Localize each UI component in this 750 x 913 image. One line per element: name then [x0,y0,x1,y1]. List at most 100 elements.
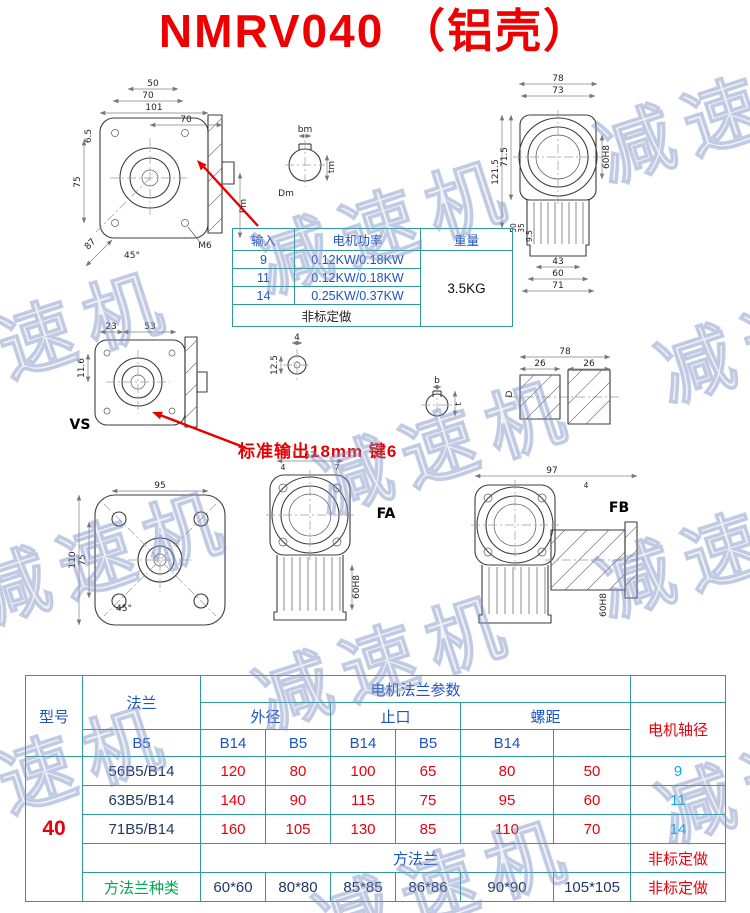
dim-label: 53 [144,322,155,332]
model-header: 型号 [25,675,83,757]
dim-label: 45° [116,604,132,614]
model-value: 40 [25,756,83,902]
dim-label: 6.5 [84,129,94,143]
data-cell: 80 [460,756,554,786]
flange-cell: 56B5/B14 [82,756,201,786]
dim-label: 70 [142,91,154,101]
empty-cell [82,843,201,873]
dim-label: 35 [517,223,526,233]
power-table: 输入 电机功率 重量 9 0.12KW/0.18KW 3.5KG 11 0.12… [232,228,513,327]
data-cell: 90 [265,785,331,815]
data-cell: 130 [330,814,396,844]
data-cell: 75 [395,785,461,815]
dim-label: bm [298,125,312,135]
dim-label: 50 [509,223,518,233]
custom-note-cell: 非标定做 [630,843,727,873]
data-cell: 105 [265,814,331,844]
column-header: B14 [200,729,266,757]
data-cell: 95 [460,785,554,815]
dim-label: Dm [278,189,294,199]
dim-label: Pm [239,199,249,213]
data-cell: 65 [395,756,461,786]
shaft-cell: 11 [630,785,727,815]
dim-label: 23 [105,322,116,332]
dim-label: 7 [335,463,340,472]
column-header: 输入 [232,228,295,251]
column-header: 电机功率 [294,228,421,251]
spec-table: 型号 法兰 电机法兰参数 外径 止口 螺距 电机轴径 B5 B14 B5 B14… [25,675,727,902]
dim-label: 101 [145,103,162,113]
data-cell: 11 [232,268,295,287]
flange-cell: 71B5/B14 [82,814,201,844]
group-header: 电机法兰参数 [199,675,632,703]
dim-label: 26 [534,359,546,369]
dim-label: 70 [180,115,192,125]
shaft-cell: 9 [630,756,727,786]
data-cell: 115 [330,785,396,815]
side-view-drawing: 78 73 71.5 121.5 50 35 9.5 60H8 43 60 71 [491,74,612,294]
dim-label: 71 [552,281,563,291]
dim-label: 12.5 [270,355,280,375]
dim-label: 78 [559,347,571,357]
data-cell: 140 [200,785,266,815]
data-cell: 100 [330,756,396,786]
dim-label: 11.6 [77,358,87,378]
dim-label: 60H8 [352,575,362,599]
dim-label: 75 [78,554,88,565]
vs-view-drawing: 23 53 11.6 VS [70,322,208,433]
data-cell: 60 [552,785,632,815]
view-label-fb: FB [609,500,629,516]
square-flange-label: 方法兰 [199,843,632,873]
dim-label: 121.5 [491,159,501,185]
motor-bore-detail: bm tm Dm [278,125,337,199]
dim-label: tm [327,161,337,173]
dim-label: 4 [294,333,300,343]
dim-label: 71.5 [500,147,510,167]
custom-note-cell: 非标定做 [630,872,727,902]
weight-cell: 3.5KG [420,250,513,327]
technical-drawings: 50 70 101 70 6.5 75 87 45° M6 Pm bm tm D… [68,74,645,626]
column-header: B14 [330,729,396,757]
front-view-drawing: 50 70 101 70 6.5 75 87 45° M6 Pm [73,79,249,267]
arrow-head [152,411,163,420]
data-cell: 105*105 [552,872,632,902]
dim-label: 67 [304,451,315,461]
shaft-cell: 14 [630,814,727,844]
custom-note-cell: 非标定做 [232,304,421,327]
data-cell: 60*60 [200,872,266,902]
data-cell: 85*85 [330,872,396,902]
fa-view-drawing: 67 4 7 60H8 FA [266,451,396,621]
data-cell: 0.12KW/0.18KW [294,268,421,287]
column-header: 重量 [420,228,513,251]
dim-label: 9.5 [525,230,534,242]
page-title: NMRV040 （铝壳） [158,5,592,57]
square-types-label: 方法兰种类 [82,872,201,902]
dim-label: 110 [68,551,78,568]
dim-label: 4 [584,481,589,490]
arrow-head [197,160,207,171]
data-cell: 160 [200,814,266,844]
data-cell: 0.25KW/0.37KW [294,286,421,305]
column-header: B5 [82,729,201,757]
dim-label: 4 [281,463,286,472]
dim-label: 50 [147,79,159,89]
dim-label: M6 [198,241,212,251]
flange-cell: 63B5/B14 [82,785,201,815]
column-header: B14 [460,729,554,757]
dim-label: b [434,376,440,386]
shaft-end-detail: 4 12.5 [270,333,311,381]
dim-label: 78 [552,74,564,84]
dim-label: 73 [552,86,563,96]
dim-label: 95 [154,481,165,491]
dim-label: 60H8 [602,145,612,169]
dim-label: 75 [73,176,83,187]
data-cell: 9 [232,250,295,269]
data-cell: 85 [395,814,461,844]
column-header: 外径 [200,702,331,730]
dim-label: 60H8 [599,593,609,617]
data-cell: 80 [265,756,331,786]
dim-label: 97 [546,466,557,476]
data-cell: 80*80 [265,872,331,902]
dim-label: 26 [583,359,595,369]
data-cell: 14 [232,286,295,305]
